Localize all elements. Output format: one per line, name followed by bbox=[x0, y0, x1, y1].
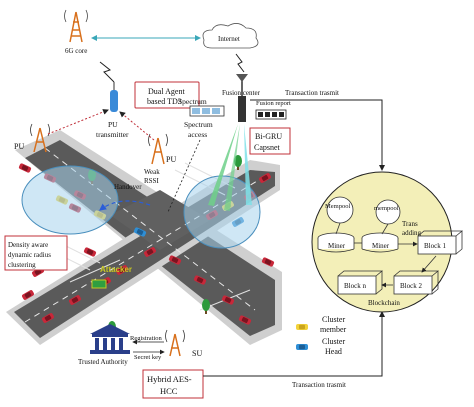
mempool1-miner1-link bbox=[335, 222, 341, 235]
attacker-car-icon bbox=[91, 279, 107, 289]
registration-label: Registration bbox=[130, 335, 163, 342]
transaction-top-arrow bbox=[250, 99, 385, 171]
miner-1-label: Miner bbox=[328, 242, 346, 250]
bigru-box bbox=[249, 127, 291, 155]
pu-mid-label: PU bbox=[166, 155, 176, 164]
dual-agent-box bbox=[134, 81, 200, 109]
internet-cloud-icon bbox=[202, 23, 259, 49]
dual-agent-label-1: Dual Agent bbox=[148, 87, 185, 96]
pu-transmitter-icon bbox=[110, 82, 118, 112]
density-label-2: dynamic radius bbox=[8, 251, 51, 259]
transaction-top-label: Transaction trasmit bbox=[285, 89, 339, 97]
trans-adding-label-1: Trans bbox=[402, 220, 418, 228]
spectrum-access-label-1: Spectrum bbox=[184, 120, 213, 129]
miner-1-icon bbox=[317, 232, 355, 253]
core-6g-label: 6G core bbox=[65, 47, 87, 55]
su-tower-icon bbox=[165, 329, 185, 357]
pu-left-tower-icon bbox=[30, 123, 50, 153]
secret-key-label: Secret key bbox=[134, 354, 162, 361]
sensing-beam-green bbox=[208, 124, 238, 206]
trusted-authority-label: Trusted Authority bbox=[78, 358, 128, 366]
trans-adding-label-2: adding bbox=[402, 229, 422, 237]
weak-rssi-label-2: RSSI bbox=[144, 177, 159, 185]
block-2-label: Block 2 bbox=[400, 282, 422, 290]
wireless-bolt-icon bbox=[99, 61, 115, 83]
fusion-report-label: Fusion report bbox=[256, 100, 291, 107]
hybrid-box bbox=[142, 369, 204, 399]
pu-mid-tower-icon bbox=[148, 133, 168, 165]
blockchain-label: Blockchain bbox=[368, 299, 400, 307]
density-label-1: Density aware bbox=[8, 241, 48, 249]
pu-transmitter-label-2: transmitter bbox=[96, 130, 129, 139]
pu-mid-link bbox=[119, 111, 155, 141]
cluster-member-label-2: member bbox=[320, 325, 347, 334]
block-1-label: Block 1 bbox=[424, 242, 446, 250]
wireless-bolt-icon-2 bbox=[235, 53, 245, 73]
hybrid-label-1: Hybrid AES- bbox=[147, 374, 192, 384]
miner-2-label: Miner bbox=[372, 242, 390, 250]
cluster-member-label-1: Cluster bbox=[322, 315, 345, 324]
sensing-beam-green-2 bbox=[224, 124, 240, 211]
mempool-2-label: mempool bbox=[374, 205, 399, 212]
transaction-bottom-label: Transaction trasmit bbox=[292, 381, 346, 389]
cluster-left bbox=[21, 165, 119, 235]
fusion-center-label: Fusion center bbox=[222, 89, 261, 97]
density-box bbox=[4, 235, 68, 271]
bigru-label-1: Bi-GRU bbox=[255, 132, 282, 141]
mempool2-miner2-link bbox=[381, 223, 389, 235]
tower-6g-core-icon bbox=[64, 9, 88, 43]
attacker-label: Attacker bbox=[100, 265, 132, 274]
block-2-box bbox=[393, 270, 440, 295]
density-label-3: clustering bbox=[8, 261, 36, 269]
fusion-center-antenna-icon bbox=[236, 74, 248, 122]
spectrum-box: Spectrum bbox=[178, 97, 225, 117]
block-n-box bbox=[337, 270, 384, 295]
weak-rssi-label-1: Weak bbox=[144, 168, 160, 176]
pu-transmitter-label-1: PU bbox=[108, 120, 118, 129]
miner-2-icon bbox=[361, 232, 399, 253]
bigru-label-2: Capsnet bbox=[254, 143, 281, 152]
cluster-head-car-icon bbox=[296, 344, 308, 350]
pu-left-link bbox=[47, 109, 109, 135]
block-n-label: Block n bbox=[344, 282, 366, 290]
cluster-head-label-2: Head bbox=[325, 347, 342, 356]
dual-agent-label-2: based TD3 bbox=[147, 97, 182, 106]
transaction-bottom-arrow bbox=[203, 311, 385, 377]
spectrum-box-label: Spectrum bbox=[178, 97, 207, 106]
trusted-authority-icon bbox=[90, 324, 130, 354]
su-label: SU bbox=[192, 349, 202, 358]
cluster-head-label-1: Cluster bbox=[322, 337, 345, 346]
handover-label: Handover bbox=[114, 183, 142, 191]
cluster-member-car-icon bbox=[296, 324, 308, 330]
sensing-beam-cyan bbox=[244, 124, 252, 205]
mempool-2-icon bbox=[375, 199, 401, 225]
block-1-box bbox=[417, 230, 464, 255]
fusion-report-icon bbox=[255, 109, 287, 120]
spectrum-access-label-2: access bbox=[188, 130, 207, 139]
internet-label: Internet bbox=[218, 35, 240, 43]
spectrum-access-dotted bbox=[167, 139, 201, 213]
block1-block2-arrow bbox=[421, 255, 437, 273]
mempool-1-label: Mempool bbox=[325, 203, 350, 210]
hybrid-label-2: HCC bbox=[160, 386, 178, 396]
mempool-1-icon bbox=[326, 196, 354, 224]
pu-left-label: PU bbox=[14, 142, 24, 151]
